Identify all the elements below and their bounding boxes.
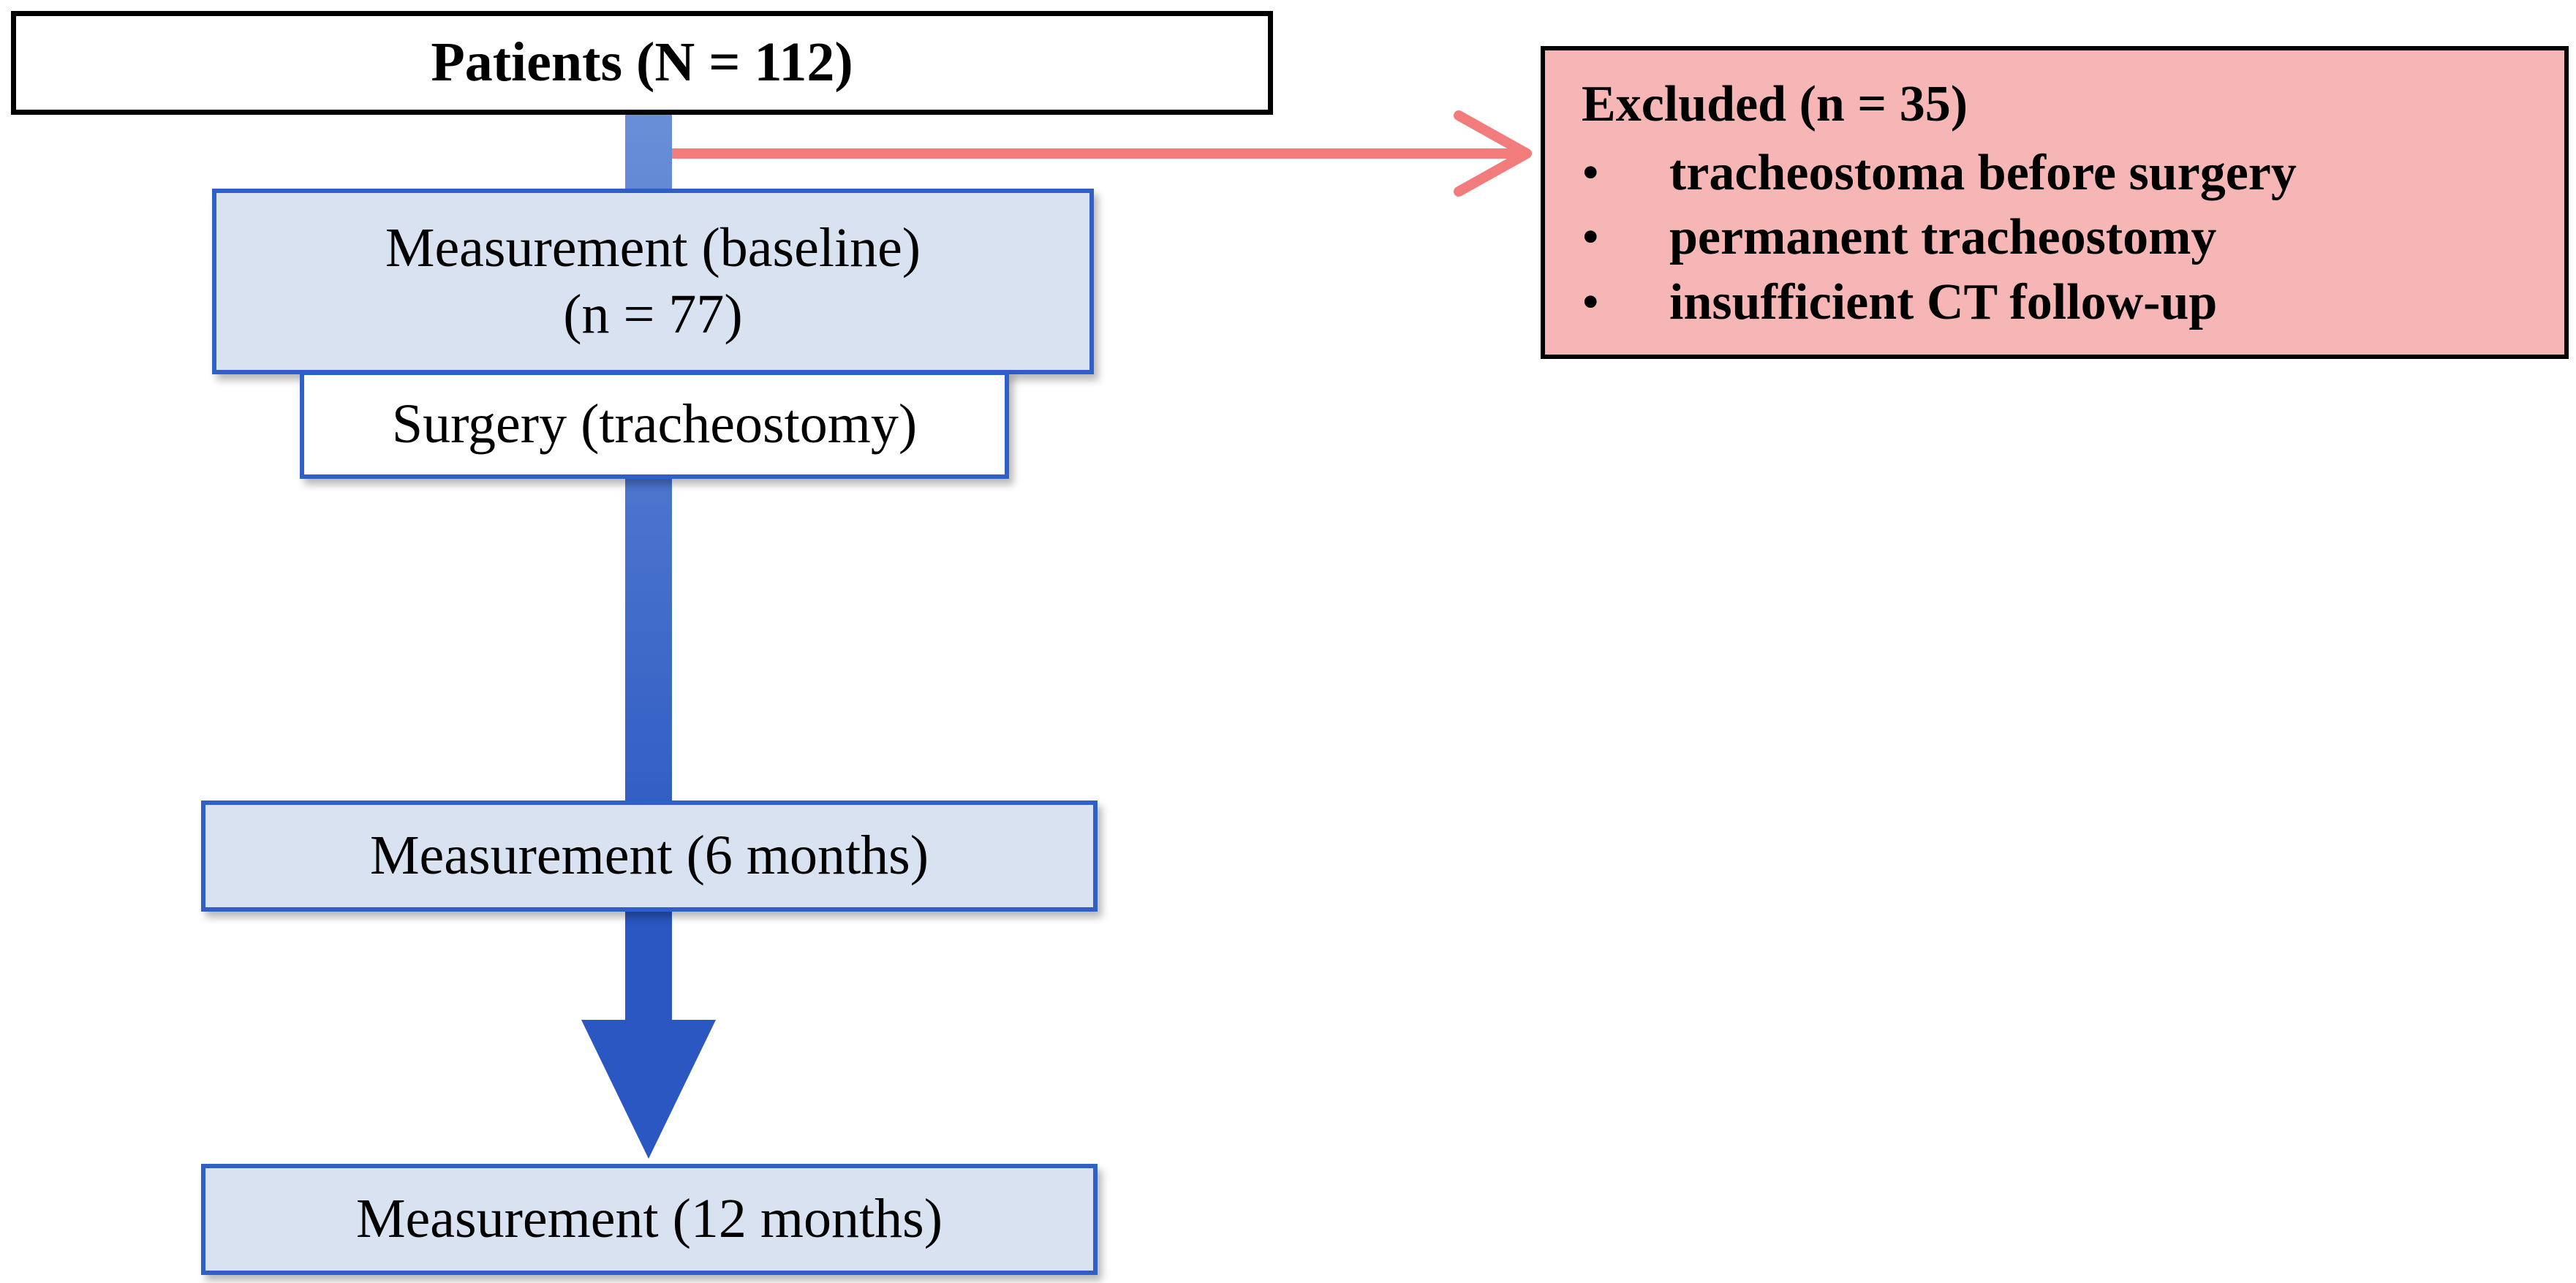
exclusion-arrowhead — [1454, 110, 1532, 197]
node-measurement-12-months: Measurement (12 months) — [201, 1164, 1098, 1275]
excluded-reason: • tracheostoma before surgery — [1582, 141, 2297, 205]
node-baseline-count: (n = 77) — [563, 284, 743, 345]
bullet-icon: • — [1582, 273, 1600, 330]
bullet-icon: • — [1582, 209, 1600, 266]
node-excluded: Excluded (n = 35) • tracheostoma before … — [1541, 46, 2569, 359]
excluded-reason-text: permanent tracheostomy — [1669, 209, 2217, 266]
excluded-reason: • permanent tracheostomy — [1582, 205, 2297, 270]
node-12-months-label: Measurement (12 months) — [355, 1188, 943, 1250]
excluded-reason: • insufficient CT follow-up — [1582, 270, 2297, 335]
flow-arrow-shaft-lower — [625, 910, 672, 1020]
node-patients-label: Patients (N = 112) — [431, 31, 853, 94]
excluded-reason-text: tracheostoma before surgery — [1669, 145, 2297, 202]
node-measurement-6-months: Measurement (6 months) — [201, 801, 1098, 912]
node-surgery: Surgery (tracheostomy) — [300, 371, 1009, 479]
node-measurement-baseline: Measurement (baseline) (n = 77) — [212, 189, 1094, 374]
excluded-reasons-list: • tracheostoma before surgery • permanen… — [1582, 141, 2297, 335]
node-6-months-label: Measurement (6 months) — [369, 825, 929, 887]
excluded-title: Excluded (n = 35) — [1582, 76, 1968, 132]
flow-arrowhead — [581, 1020, 716, 1159]
excluded-reason-text: insufficient CT follow-up — [1669, 273, 2218, 330]
node-baseline-label: Measurement (baseline) — [385, 216, 921, 279]
node-surgery-label: Surgery (tracheostomy) — [391, 393, 918, 455]
bullet-icon: • — [1582, 145, 1600, 202]
node-patients: Patients (N = 112) — [11, 11, 1273, 115]
